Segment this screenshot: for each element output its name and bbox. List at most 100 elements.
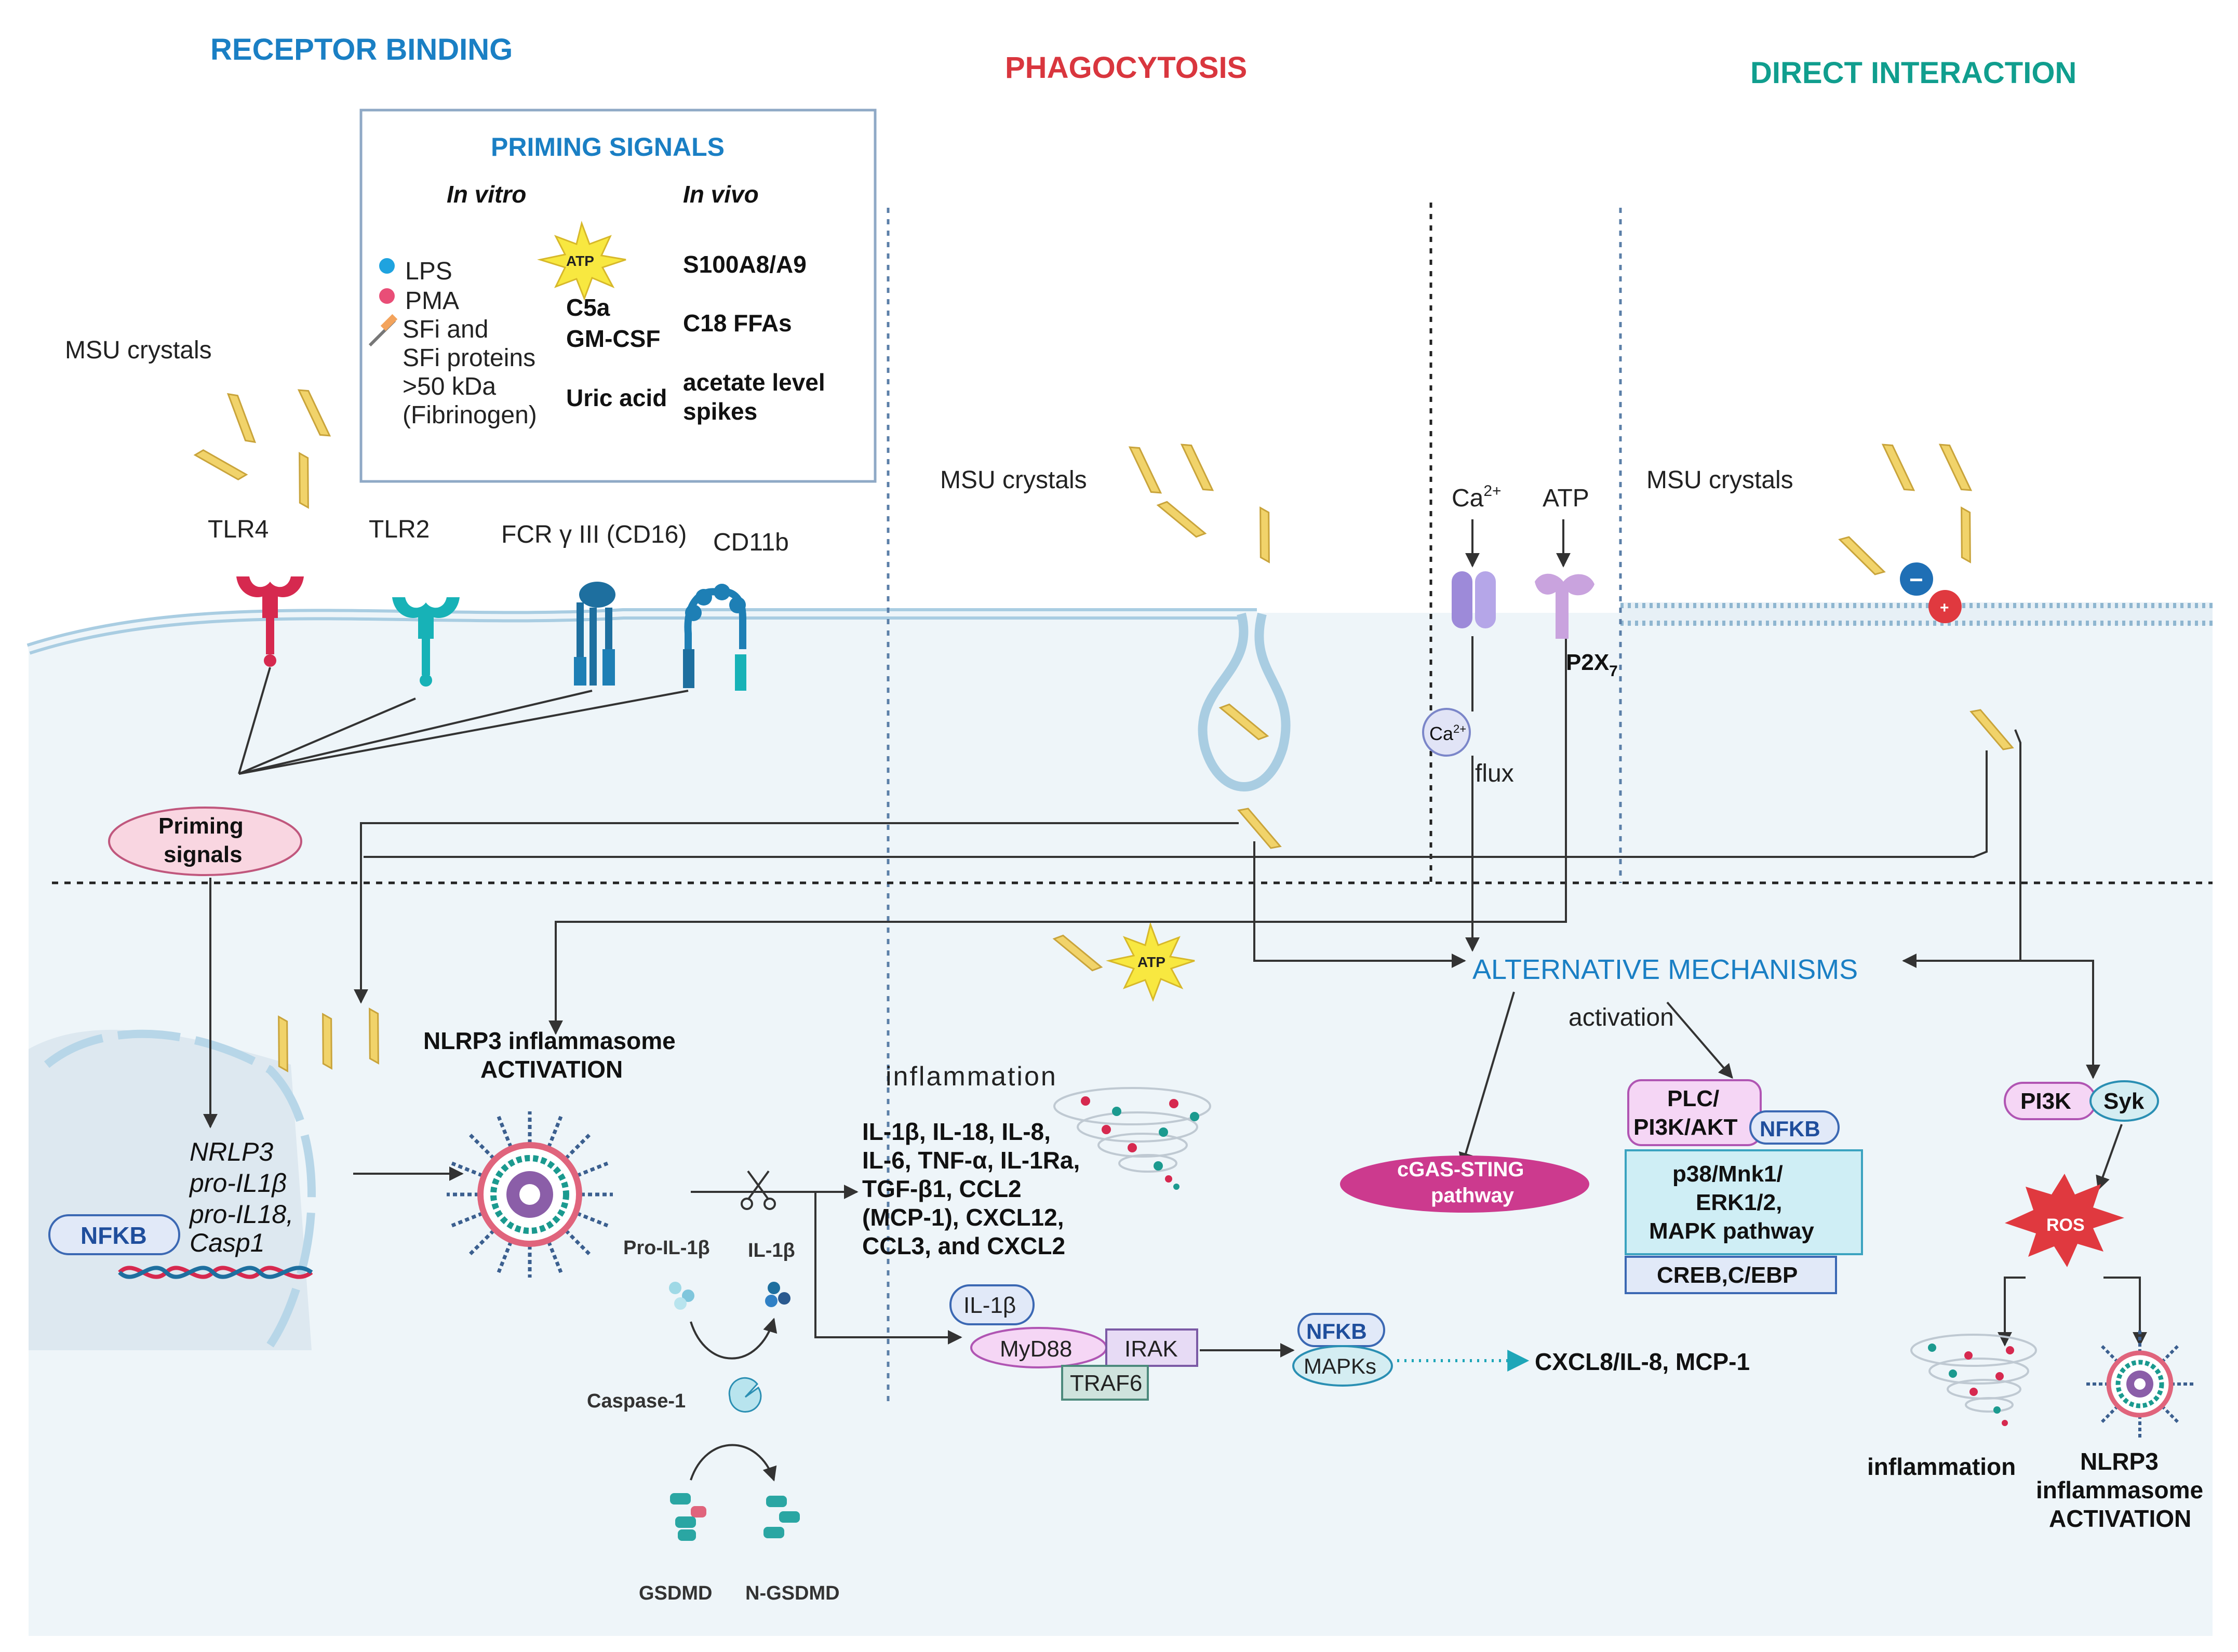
atp-badge-label: ATP bbox=[566, 253, 594, 269]
syringe-icon bbox=[368, 314, 398, 347]
cytokines-line3: TGF-β1, CCL2 bbox=[862, 1175, 1022, 1202]
in-vitro-label: In vitro bbox=[447, 181, 526, 208]
middle-item-c5a: C5a bbox=[566, 294, 610, 321]
pro-il1b-icon bbox=[669, 1282, 694, 1310]
svg-text:MyD88: MyD88 bbox=[1000, 1336, 1072, 1362]
il1b-signal-badge: IL-1β bbox=[949, 1284, 1035, 1325]
scissors-icon bbox=[741, 1170, 776, 1210]
gene-nrlp3: NRLP3 bbox=[190, 1137, 273, 1166]
tlr2-receptor-icon bbox=[392, 597, 460, 687]
receptor-label-tlr4: TLR4 bbox=[208, 516, 269, 543]
middle-item-uric-acid: Uric acid bbox=[566, 384, 667, 411]
receptor-label-tlr2: TLR2 bbox=[369, 516, 430, 543]
charge-markers: − + bbox=[1900, 562, 1962, 623]
svg-text:ROS: ROS bbox=[2046, 1215, 2085, 1235]
svg-text:PI3K: PI3K bbox=[2020, 1089, 2071, 1114]
myd88-badge: MyD88 bbox=[970, 1327, 1107, 1368]
nlrp3-title-line2: ACTIVATION bbox=[480, 1056, 623, 1083]
vitro-item-pma: PMA bbox=[405, 287, 459, 315]
ros-branch-right bbox=[2103, 1277, 2147, 1347]
il1b-mature-label: IL-1β bbox=[748, 1240, 795, 1261]
ros-burst-icon: ROS bbox=[2005, 1174, 2124, 1267]
nlrp3-title-line1: NLRP3 inflammasome bbox=[423, 1027, 676, 1054]
vivo-item-c18: C18 FFAs bbox=[683, 310, 792, 337]
inflammation-swirl-right-icon bbox=[1910, 1334, 2037, 1426]
priming-signals-ellipse: Priming signals bbox=[108, 807, 302, 876]
svg-text:NFKB: NFKB bbox=[1306, 1319, 1367, 1344]
gene-pro-il1b: pro-IL1β bbox=[189, 1169, 287, 1198]
nlrp3-inflammasome-right-icon bbox=[2085, 1329, 2194, 1439]
cd11b-receptor-icon bbox=[683, 584, 746, 691]
plc-pi3k-akt-box: PLC/ PI3K/AKT bbox=[1627, 1079, 1762, 1146]
svg-text:Ca2+: Ca2+ bbox=[1429, 722, 1466, 744]
inflammation-title: inflammation bbox=[886, 1062, 1057, 1092]
svg-text:ATP: ATP bbox=[1137, 954, 1165, 970]
header-receptor-binding: RECEPTOR BINDING bbox=[210, 33, 513, 66]
cgas-sting-ellipse: cGAS-STING pathway bbox=[1340, 1156, 1589, 1213]
dna-helix-icon bbox=[118, 1266, 313, 1279]
svg-text:pathway: pathway bbox=[1431, 1184, 1515, 1207]
middle-item-gmcsf: GM-CSF bbox=[566, 325, 660, 352]
receptor-label-cd11b: CD11b bbox=[713, 529, 789, 556]
priming-title: PRIMING SIGNALS bbox=[491, 132, 725, 162]
svg-text:p38/Mnk1/: p38/Mnk1/ bbox=[1672, 1161, 1783, 1187]
priming-signals-box: PRIMING SIGNALS In vitro In vivo LPS PMA… bbox=[359, 109, 877, 483]
svg-text:ERK1/2,: ERK1/2, bbox=[1696, 1190, 1782, 1215]
caspase1-label: Caspase-1 bbox=[587, 1390, 686, 1412]
p2x7-receptor-icon bbox=[1535, 573, 1594, 639]
cytokines-line5: CCL3, and CXCL2 bbox=[862, 1232, 1065, 1259]
svg-text:CREB,C/EBP: CREB,C/EBP bbox=[1657, 1262, 1798, 1288]
negative-charge-icon bbox=[1900, 562, 1933, 596]
msu-crystals-label-middle: MSU crystals bbox=[940, 466, 1087, 494]
alternative-mechanisms-title: ALTERNATIVE MECHANISMS bbox=[1472, 954, 1858, 985]
svg-text:MAPKs: MAPKs bbox=[1304, 1354, 1376, 1378]
vivo-item-spikes: spikes bbox=[683, 398, 757, 425]
pro-il1b-label: Pro-IL-1β bbox=[623, 1237, 710, 1259]
svg-text:+: + bbox=[1940, 599, 1949, 616]
vivo-item-s100: S100A8/A9 bbox=[683, 251, 807, 278]
mapks-badge: MAPKs bbox=[1292, 1345, 1393, 1387]
receptor-label-cd16: FCR γ III (CD16) bbox=[501, 521, 687, 548]
ros-branch-lines bbox=[1998, 1277, 2026, 1347]
nfkb-alt-badge: NFKB bbox=[1749, 1110, 1840, 1145]
ca-flux-circle: Ca2+ bbox=[1422, 708, 1471, 757]
in-vivo-label: In vivo bbox=[683, 181, 759, 208]
atp-channel-label: ATP bbox=[1543, 485, 1589, 512]
atp-small-icon: ATP bbox=[1106, 921, 1195, 1002]
vitro-item-fibrinogen: (Fibrinogen) bbox=[403, 401, 537, 429]
vitro-item-sfi: SFi and bbox=[403, 316, 488, 343]
creb-cebp-box: CREB,C/EBP bbox=[1625, 1256, 1837, 1294]
gene-casp1: Casp1 bbox=[190, 1228, 265, 1257]
pma-icon bbox=[379, 288, 395, 304]
phagocytic-cup bbox=[1198, 612, 1291, 791]
crystal-cluster-right bbox=[1832, 439, 1987, 579]
nlrp3-right-line3: ACTIVATION bbox=[2049, 1505, 2191, 1532]
vitro-item-50kda: >50 kDa bbox=[403, 373, 496, 400]
gsdmd-arrow bbox=[690, 1444, 777, 1482]
vitro-item-sfi-proteins: SFi proteins bbox=[403, 344, 535, 372]
inflammation-swirl-icon bbox=[1053, 1087, 1211, 1190]
vitro-item-lps: LPS bbox=[405, 258, 452, 285]
caspase1-icon bbox=[728, 1377, 762, 1413]
header-phagocytosis: PHAGOCYTOSIS bbox=[1005, 51, 1247, 85]
lipid-bilayer bbox=[1620, 602, 2213, 626]
svg-text:Priming: Priming bbox=[158, 813, 244, 839]
svg-text:IRAK: IRAK bbox=[1124, 1336, 1178, 1362]
svg-text:NFKB: NFKB bbox=[81, 1222, 147, 1249]
arrow-syk-to-ros bbox=[2096, 1124, 2123, 1191]
lps-icon bbox=[379, 258, 395, 274]
svg-text:PLC/: PLC/ bbox=[1667, 1086, 1719, 1111]
svg-text:−: − bbox=[1909, 566, 1923, 593]
cell-membrane-left-inner bbox=[28, 611, 1257, 652]
cytokines-line4: (MCP-1), CXCL12, bbox=[862, 1204, 1064, 1231]
traf6-badge: TRAF6 bbox=[1061, 1365, 1149, 1401]
irak-badge: IRAK bbox=[1105, 1328, 1198, 1367]
crystal-cluster-middle bbox=[1117, 439, 1285, 565]
svg-text:Syk: Syk bbox=[2103, 1089, 2145, 1114]
cytokines-line2: IL-6, TNF-α, IL-1Ra, bbox=[862, 1147, 1080, 1174]
svg-text:NFKB: NFKB bbox=[1760, 1117, 1820, 1141]
il1b-mature-icon bbox=[765, 1282, 790, 1307]
crystal-cluster-left bbox=[191, 385, 342, 511]
connector-lines bbox=[203, 636, 2100, 1167]
